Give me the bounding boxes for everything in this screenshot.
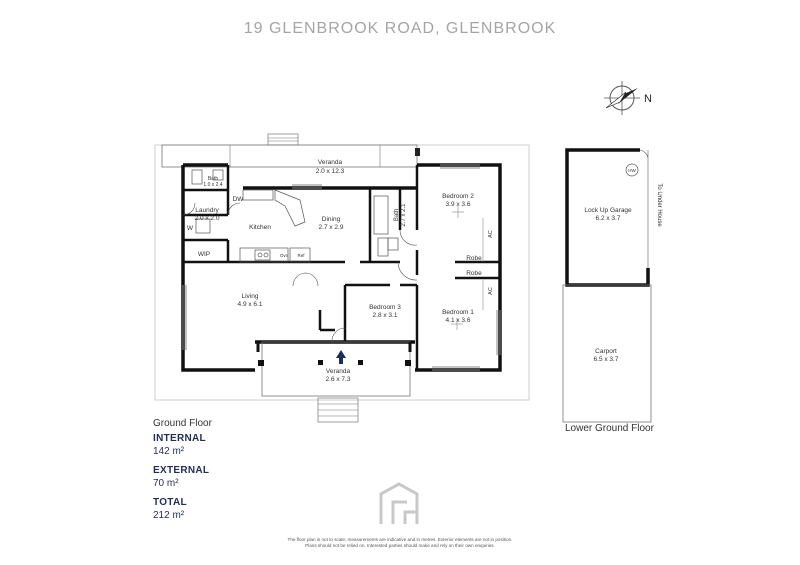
to-under-house-label: To Under House — [656, 183, 662, 227]
bedroom1-dims: 4.1 x 3.6 — [446, 317, 471, 324]
laundry-name: Laundry — [195, 207, 219, 214]
bedroom3-name: Bedroom 3 — [369, 304, 401, 311]
ground-floor-plan: Veranda 2.0 x 12.3 Bath 1.0 x 2.4 Laundr… — [154, 133, 530, 423]
veranda-front-area — [261, 341, 411, 397]
dw-label: DW — [233, 196, 245, 203]
robe2-label: Robe — [466, 270, 482, 277]
external-area-value: 70 m² — [153, 478, 179, 489]
compass-north-label: N — [644, 93, 652, 105]
living-dims: 4.9 x 6.1 — [238, 301, 263, 308]
bedroom3-dims: 2.8 x 3.1 — [373, 312, 398, 319]
bath-dims: 2.7 x 2.1 — [401, 203, 407, 227]
disclaimer-line-2: Plans should not be relied on. Intereste… — [305, 543, 495, 548]
windows — [182, 164, 501, 371]
dining-dims: 2.7 x 2.9 — [319, 224, 344, 231]
veranda-top-steps — [267, 133, 299, 146]
carport-name: Carport — [595, 348, 617, 355]
hot-water-icon — [625, 163, 639, 177]
garage-name: Lock Up Garage — [584, 207, 632, 214]
wip-label: WIP — [198, 251, 210, 258]
robe1-label: Robe — [466, 255, 482, 262]
hw-label: HW — [628, 168, 636, 173]
ovn-label: Ovn — [280, 253, 289, 258]
kitchen-name: Kitchen — [249, 224, 271, 231]
lower-ground-floor-label: Lower Ground Floor — [565, 423, 654, 434]
w-label: W — [187, 225, 194, 232]
bedroom2-dims: 3.9 x 3.6 — [446, 201, 471, 208]
ground-floor-label: Ground Floor — [153, 418, 212, 429]
bath-name: Bath — [394, 209, 400, 221]
brand-logo-icon — [379, 482, 419, 524]
veranda-front-name: Veranda — [326, 368, 351, 375]
total-area-value: 212 m² — [153, 510, 185, 521]
veranda-top-name: Veranda — [318, 159, 343, 166]
laundry-dims: 2.0 x 2.0 — [195, 215, 220, 222]
total-area-label: TOTAL — [153, 497, 187, 508]
bath-small-name: Bath — [208, 176, 219, 182]
compass-icon: N — [604, 81, 652, 115]
carport-area — [562, 284, 652, 423]
kitchen-counter — [239, 189, 311, 263]
bath-fixtures — [191, 169, 399, 257]
veranda-front-dims: 2.6 x 7.3 — [326, 376, 351, 383]
disclaimer-line-1: The floor plan is not to scale; measurem… — [287, 537, 513, 542]
ac1-label: AC — [488, 230, 494, 238]
interior-walls — [183, 165, 500, 370]
door-swings — [182, 202, 418, 343]
lower-ground-floor-plan: HW Lock Up Garage 6.2 x 3.7 Carport 6.5 … — [562, 148, 662, 423]
internal-area-label: INTERNAL — [153, 433, 206, 444]
ac2-label: AC — [488, 287, 494, 295]
bath-small-dims: 1.0 x 2.4 — [203, 182, 222, 188]
bedroom2-name: Bedroom 2 — [442, 193, 474, 200]
carport-dims: 6.5 x 3.7 — [594, 356, 619, 363]
living-name: Living — [242, 293, 259, 300]
internal-area-value: 142 m² — [153, 446, 185, 457]
ceiling-fan-icon — [451, 206, 464, 330]
dining-name: Dining — [322, 216, 341, 223]
garage-dims: 6.2 x 3.7 — [596, 215, 621, 222]
bedroom1-name: Bedroom 1 — [442, 309, 474, 316]
external-area-label: EXTERNAL — [153, 465, 210, 476]
page-title: 19 GLENBROOK ROAD, GLENBROOK — [243, 20, 557, 37]
veranda-top-dims: 2.0 x 12.3 — [316, 168, 345, 175]
disclaimer: The floor plan is not to scale; measurem… — [0, 537, 800, 549]
ref-label: Ref — [297, 253, 305, 258]
entry-arrow-icon — [336, 350, 346, 364]
